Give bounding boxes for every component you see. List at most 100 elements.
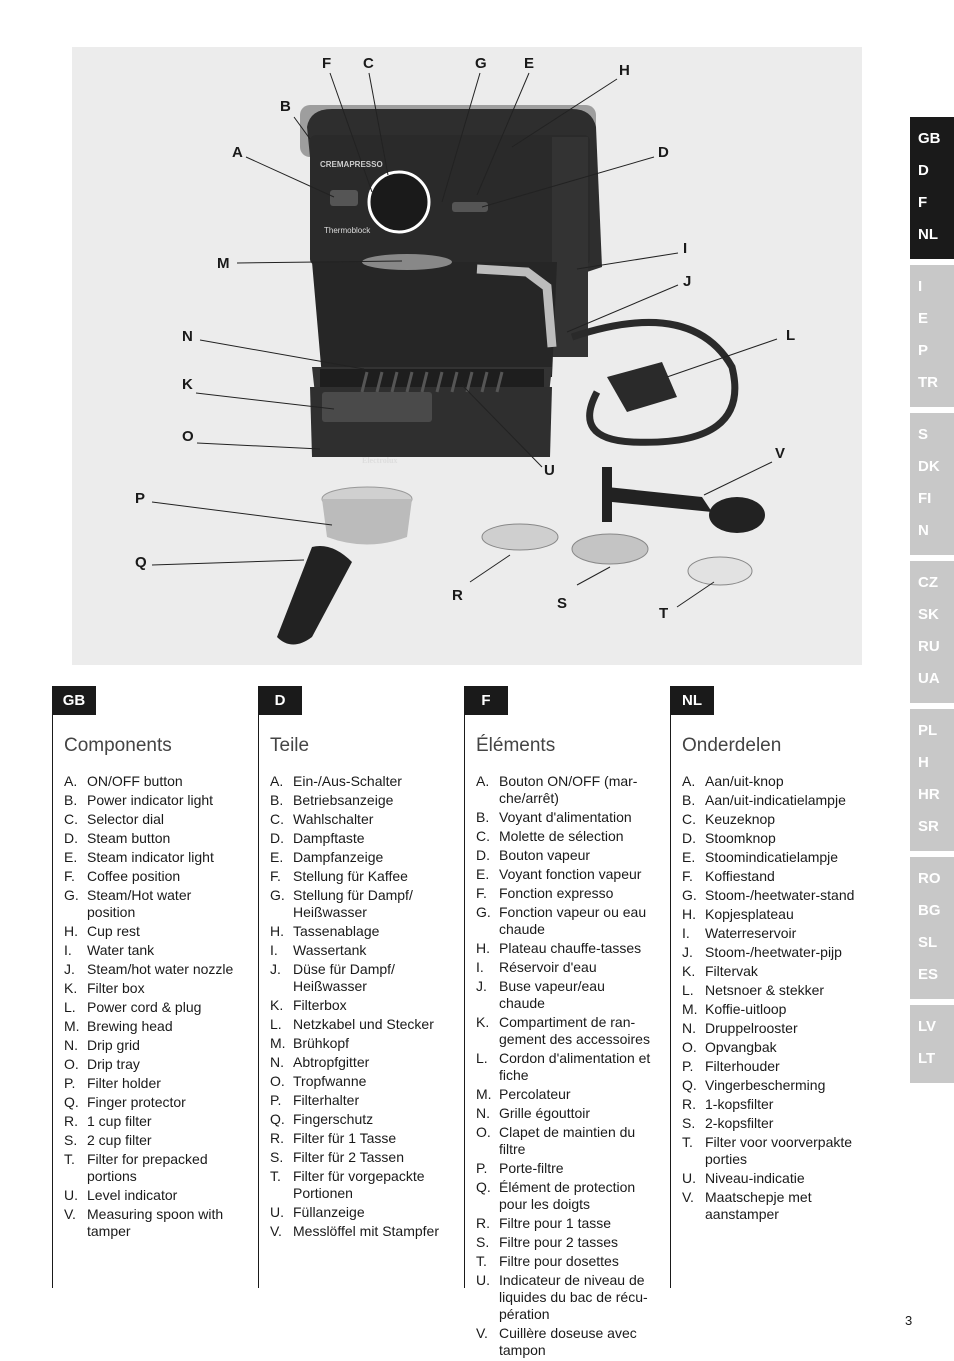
item-label: Steam/hot water nozzle [87, 961, 234, 977]
language-tab-ru[interactable]: RU [918, 638, 940, 655]
component-list-item: T.Filter für vorgepackte Portionen [270, 1168, 448, 1202]
component-list-item: H.Cup rest [64, 923, 242, 940]
component-list-item: J.Buse vapeur/eau chaude [476, 978, 654, 1012]
component-list-item: R.Filtre pour 1 tasse [476, 1215, 654, 1232]
item-letter: R. [64, 1113, 78, 1129]
language-tab-bg[interactable]: BG [918, 902, 941, 919]
component-list: A.Bouton ON/OFF (mar-che/arrêt)B.Voyant … [464, 773, 654, 1359]
component-list-item: V.Measuring spoon with tamper [64, 1206, 242, 1240]
language-tab-lt[interactable]: LT [918, 1050, 936, 1067]
item-letter: T. [682, 1134, 693, 1150]
item-letter: F. [64, 868, 75, 884]
item-label: Clapet de maintien du filtre [499, 1124, 636, 1157]
item-letter: C. [476, 828, 490, 844]
language-tab-f[interactable]: F [918, 194, 928, 211]
item-letter: C. [270, 811, 284, 827]
component-list-item: H.Tassenablage [270, 923, 448, 940]
language-tab-n[interactable]: N [918, 522, 929, 539]
item-label: Selector dial [87, 811, 165, 827]
item-letter: M. [476, 1086, 492, 1102]
language-tab-h[interactable]: H [918, 754, 929, 771]
item-letter: K. [476, 1014, 490, 1030]
language-tab-p[interactable]: P [918, 342, 929, 359]
language-tab-d[interactable]: D [918, 162, 929, 179]
language-tab-fi[interactable]: FI [918, 490, 932, 507]
language-tab-sr[interactable]: SR [918, 818, 939, 835]
language-tab-s[interactable]: S [918, 426, 929, 443]
language-tab-nl[interactable]: NL [918, 226, 938, 243]
item-label: Brewing head [87, 1018, 173, 1034]
item-label: Indicateur de niveau de liquides du bac … [499, 1272, 648, 1322]
language-tab-dk[interactable]: DK [918, 458, 940, 475]
language-tab-sl[interactable]: SL [918, 934, 938, 951]
callout-d: D [658, 144, 669, 161]
language-tab-pl[interactable]: PL [918, 722, 938, 739]
item-label: Filter voor voorverpakte porties [705, 1134, 853, 1167]
item-letter: U. [682, 1170, 696, 1186]
component-list-item: Q.Vingerbescherming [682, 1077, 860, 1094]
component-list-item: L.Power cord & plug [64, 999, 242, 1016]
item-label: Stellung für Dampf/ Heißwasser [293, 887, 413, 920]
item-label: Filter box [87, 980, 145, 996]
language-tab-cz[interactable]: CZ [918, 574, 938, 591]
callout-g: G [475, 55, 487, 72]
item-label: Wahlschalter [293, 811, 374, 827]
item-letter: I. [64, 942, 72, 958]
component-list-item: O.Drip tray [64, 1056, 242, 1073]
item-letter: A. [476, 773, 490, 789]
component-list-item: I.Wassertank [270, 942, 448, 959]
component-list-item: L.Cordon d'alimentation et fiche [476, 1050, 654, 1084]
item-letter: U. [270, 1204, 284, 1220]
component-list-item: R.1 cup filter [64, 1113, 242, 1130]
item-letter: G. [682, 887, 697, 903]
item-label: Keuzeknop [705, 811, 776, 827]
language-tab-ua[interactable]: UA [918, 670, 940, 687]
component-list-item: B.Betriebsanzeige [270, 792, 448, 809]
language-tab-e[interactable]: E [918, 310, 929, 327]
language-tab-group: PL H HR SR [910, 709, 954, 851]
language-tab-group: S DK FI N [910, 413, 954, 555]
item-letter: I. [270, 942, 278, 958]
section-title: Components [64, 735, 172, 756]
item-letter: H. [270, 923, 284, 939]
item-label: Tropfwanne [293, 1073, 367, 1089]
item-letter: O. [64, 1056, 79, 1072]
component-list-item: S.Filter für 2 Tassen [270, 1149, 448, 1166]
component-list-item: V.Messlöffel mit Stampfer [270, 1223, 448, 1240]
language-tab-sk[interactable]: SK [918, 606, 939, 623]
item-letter: S. [270, 1149, 284, 1165]
language-tab-lv[interactable]: LV [918, 1018, 937, 1035]
item-letter: S. [682, 1115, 696, 1131]
language-tab-tr[interactable]: TR [918, 374, 938, 391]
item-letter: E. [270, 849, 284, 865]
language-tab-hr[interactable]: HR [918, 786, 940, 803]
item-label: Stoomindicatielampje [705, 849, 839, 865]
component-list-item: F.Stellung für Kaffee [270, 868, 448, 885]
language-tab-gb[interactable]: GB [918, 130, 941, 147]
component-list-item: J.Steam/hot water nozzle [64, 961, 242, 978]
item-label: Koffie-uitloop [705, 1001, 787, 1017]
language-tab-ro[interactable]: RO [918, 870, 941, 887]
item-label: Filtre pour dosettes [499, 1253, 619, 1269]
item-letter: L. [64, 999, 76, 1015]
item-letter: K. [682, 963, 696, 979]
component-list-item: U.Niveau-indicatie [682, 1170, 860, 1187]
item-letter: T. [64, 1151, 75, 1167]
language-badge: D [258, 686, 302, 715]
brand-maker-text: Electrolux [362, 456, 397, 465]
item-label: Stoom-/heetwater-pijp [705, 944, 842, 960]
item-letter: I. [476, 959, 484, 975]
component-list-item: F.Koffiestand [682, 868, 860, 885]
item-letter: M. [682, 1001, 698, 1017]
item-label: Opvangbak [705, 1039, 777, 1055]
language-tab-i[interactable]: I [918, 278, 923, 295]
item-label: Fonction expresso [499, 885, 614, 901]
component-list-item: K.Filter box [64, 980, 242, 997]
language-badge: NL [670, 686, 714, 715]
language-tab-es[interactable]: ES [918, 966, 939, 983]
item-label: Koffiestand [705, 868, 775, 884]
component-list-item: U.Level indicator [64, 1187, 242, 1204]
